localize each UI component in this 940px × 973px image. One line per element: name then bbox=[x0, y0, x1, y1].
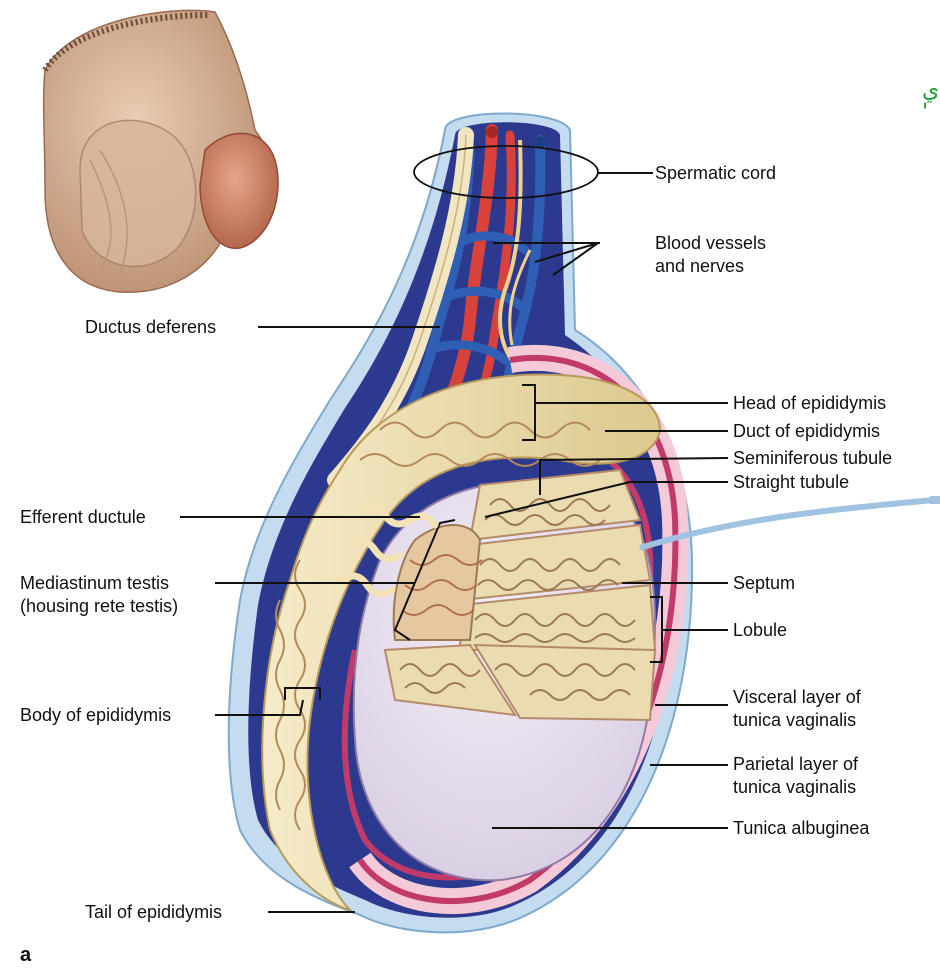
label-spermatic-cord: Spermatic cord bbox=[655, 162, 776, 185]
label-ductus-deferens: Ductus deferens bbox=[85, 316, 216, 339]
label-straight-tubule: Straight tubule bbox=[733, 471, 849, 494]
label-efferent-ductule: Efferent ductule bbox=[20, 506, 146, 529]
label-blood-vessels: Blood vessels and nerves bbox=[655, 232, 766, 278]
label-lobule: Lobule bbox=[733, 619, 787, 642]
label-head-of-epididymis: Head of epididymis bbox=[733, 392, 886, 415]
label-mediastinum-testis: Mediastinum testis (housing rete testis) bbox=[20, 572, 178, 618]
label-body-of-epididymis: Body of epididymis bbox=[20, 704, 171, 727]
edge-marks: ي ' bbox=[922, 80, 939, 124]
inset-external-view bbox=[44, 10, 278, 292]
label-seminiferous-tubule: Seminiferous tubule bbox=[733, 447, 892, 470]
label-visceral-layer: Visceral layer of tunica vaginalis bbox=[733, 686, 861, 732]
label-tail-of-epididymis: Tail of epididymis bbox=[85, 901, 222, 924]
label-parietal-layer: Parietal layer of tunica vaginalis bbox=[733, 753, 858, 799]
label-septum: Septum bbox=[733, 572, 795, 595]
label-duct-of-epididymis: Duct of epididymis bbox=[733, 420, 880, 443]
label-tunica-albuginea: Tunica albuginea bbox=[733, 817, 869, 840]
figure-letter: a bbox=[20, 944, 31, 967]
